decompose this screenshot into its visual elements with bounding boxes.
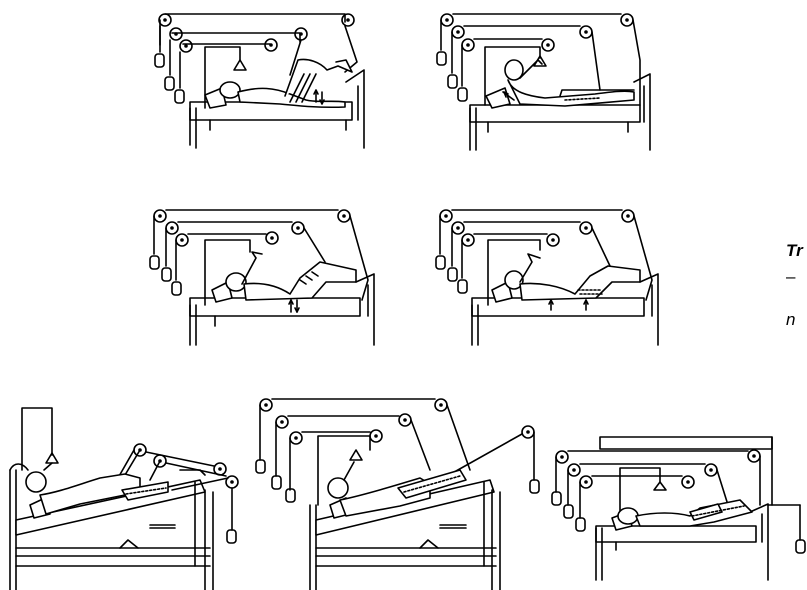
bed (190, 274, 374, 345)
panel-4-traction-bed (436, 210, 658, 345)
bed (470, 74, 650, 150)
pulley-frame (437, 14, 633, 101)
patient (205, 59, 352, 108)
bed (472, 274, 658, 345)
panel-7-traction-bed (552, 437, 805, 580)
panel-2-traction-bed (437, 14, 650, 150)
side-caption-line-1: Tr (786, 241, 803, 261)
bed (190, 70, 364, 148)
panel-6-inclined-traction-bed (256, 399, 539, 590)
patient (492, 254, 640, 310)
panel-5-inclined-traction-bed (10, 408, 238, 590)
panel-3-traction-bed (150, 210, 374, 345)
patient (486, 60, 634, 108)
panel-1-traction-bed (155, 14, 364, 148)
patient (212, 252, 356, 312)
side-caption-line-2: – (786, 267, 795, 287)
side-caption-line-3: n (786, 310, 795, 330)
